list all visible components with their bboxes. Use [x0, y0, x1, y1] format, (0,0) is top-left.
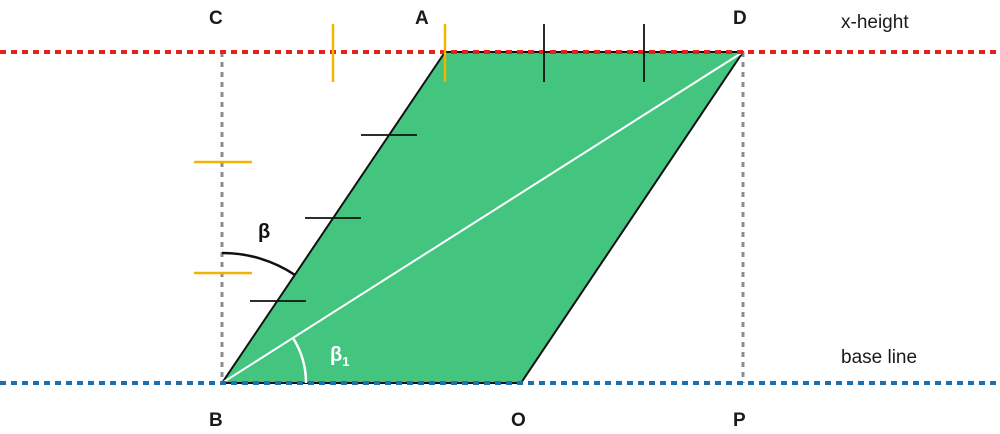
base-line-label: base line	[841, 347, 917, 368]
diagonal-bd	[221, 51, 744, 384]
angle-beta-label: β	[258, 221, 270, 243]
angle-beta-arc	[221, 251, 296, 277]
point-label-a: A	[415, 8, 429, 29]
point-label-d: D	[733, 8, 747, 29]
angle-beta1-arc	[291, 337, 308, 384]
x-height-label: x-height	[841, 12, 909, 33]
point-label-b: B	[209, 410, 223, 431]
point-label-p: P	[733, 410, 746, 431]
point-label-c: C	[209, 8, 223, 29]
angle-beta1-base: β	[330, 344, 342, 366]
point-label-o: O	[511, 410, 526, 431]
angle-beta1-subscript: 1	[342, 354, 349, 369]
angle-beta1-label: β1	[330, 344, 349, 369]
